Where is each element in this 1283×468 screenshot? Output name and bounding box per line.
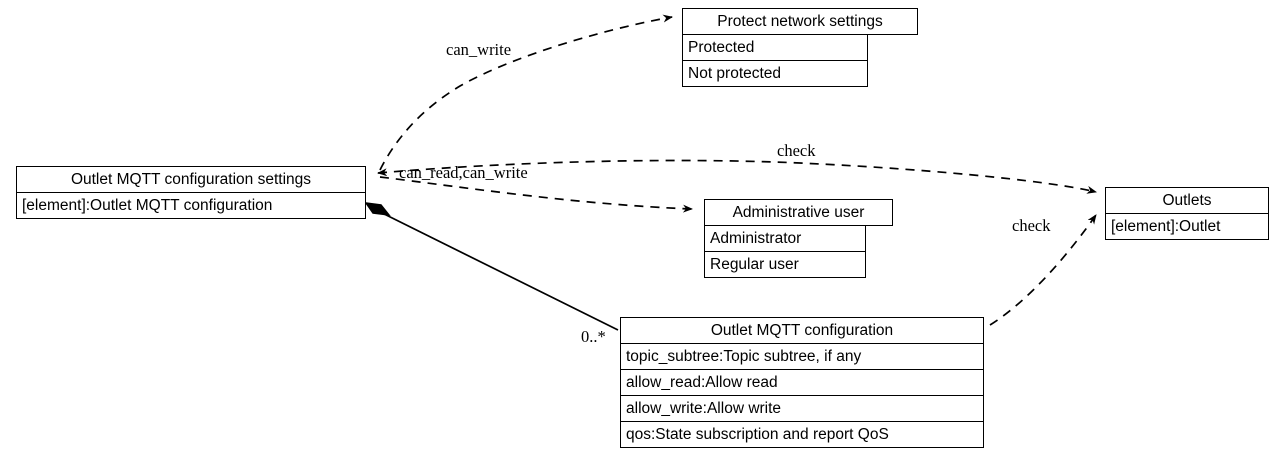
- edge-label-can-write: can_write: [446, 40, 512, 59]
- class-header: Outlet MQTT configuration settings: [16, 166, 366, 193]
- edge-label-check-top: check: [777, 141, 816, 160]
- class-header: Outlet MQTT configuration: [620, 317, 984, 344]
- class-attribute: Regular user: [704, 251, 866, 278]
- class-attribute: allow_write:Allow write: [620, 395, 984, 422]
- class-header: Protect network settings: [682, 8, 918, 35]
- class-outlet-mqtt-configuration[interactable]: Outlet MQTT configuration topic_subtree:…: [620, 317, 984, 448]
- composition-diamond-icon: [364, 202, 391, 216]
- class-outlets[interactable]: Outlets [element]:Outlet: [1105, 187, 1269, 240]
- edge-label-multiplicity: 0..*: [581, 327, 606, 346]
- class-outlet-mqtt-configuration-settings[interactable]: Outlet MQTT configuration settings [elem…: [16, 166, 366, 219]
- class-header: Administrative user: [704, 199, 893, 226]
- class-attribute: Protected: [682, 34, 868, 61]
- class-attribute: allow_read:Allow read: [620, 369, 984, 396]
- edge-composition: [373, 208, 619, 331]
- class-attribute: topic_subtree:Topic subtree, if any: [620, 343, 984, 370]
- class-attribute: [element]:Outlet MQTT configuration: [16, 192, 366, 219]
- class-attribute: Not protected: [682, 60, 868, 87]
- class-attribute: Administrator: [704, 225, 866, 252]
- class-header: Outlets: [1105, 187, 1269, 214]
- edge-label-can-read-can-write: can_read,can_write: [399, 163, 528, 182]
- edge-can-write: [379, 14, 673, 171]
- class-administrative-user[interactable]: Administrative user Administrator Regula…: [704, 199, 893, 278]
- class-protect-network-settings[interactable]: Protect network settings Protected Not p…: [682, 8, 918, 87]
- class-attribute: qos:State subscription and report QoS: [620, 421, 984, 448]
- edge-label-check-bottom: check: [1012, 216, 1051, 235]
- class-attribute: [element]:Outlet: [1105, 213, 1269, 240]
